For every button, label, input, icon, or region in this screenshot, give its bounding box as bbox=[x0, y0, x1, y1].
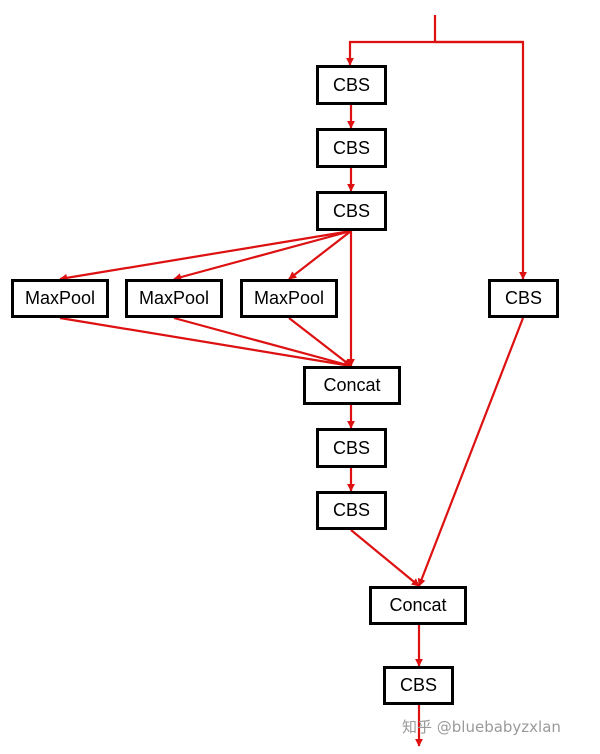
edge-cbs-3-to-maxpool-2 bbox=[173, 229, 352, 281]
edge-cbs-right-to-concat-2 bbox=[417, 317, 525, 587]
edge-cbs-5-to-concat-2 bbox=[350, 529, 420, 587]
watermark-text: 知乎 @bluebabyzxlan bbox=[402, 718, 561, 736]
cbs-node-2: CBS bbox=[316, 128, 387, 168]
edge-maxpool-3-to-concat-1 bbox=[288, 317, 352, 367]
cbs-node-output: CBS bbox=[383, 666, 454, 705]
maxpool-node-1: MaxPool bbox=[11, 279, 109, 318]
cbs-node-right: CBS bbox=[488, 279, 559, 318]
maxpool-node-3: MaxPool bbox=[240, 279, 338, 318]
cbs-node-4: CBS bbox=[316, 428, 387, 468]
edge-maxpool-1-to-concat-1 bbox=[59, 316, 352, 369]
concat-node-1: Concat bbox=[303, 366, 401, 405]
cbs-node-1: CBS bbox=[316, 65, 387, 105]
edge-maxpool-2-to-concat-1 bbox=[173, 316, 352, 368]
cbs-node-3: CBS bbox=[316, 191, 387, 231]
concat-node-2: Concat bbox=[369, 586, 467, 625]
edge-cbs-3-to-maxpool-3 bbox=[288, 230, 352, 280]
maxpool-node-2: MaxPool bbox=[125, 279, 223, 318]
edge-input-to-cbs-1 bbox=[346, 40, 523, 66]
cbs-node-5: CBS bbox=[316, 491, 387, 530]
edge-cbs-3-to-maxpool-1 bbox=[59, 229, 352, 282]
edge-input-to-cbs-right bbox=[435, 40, 527, 280]
